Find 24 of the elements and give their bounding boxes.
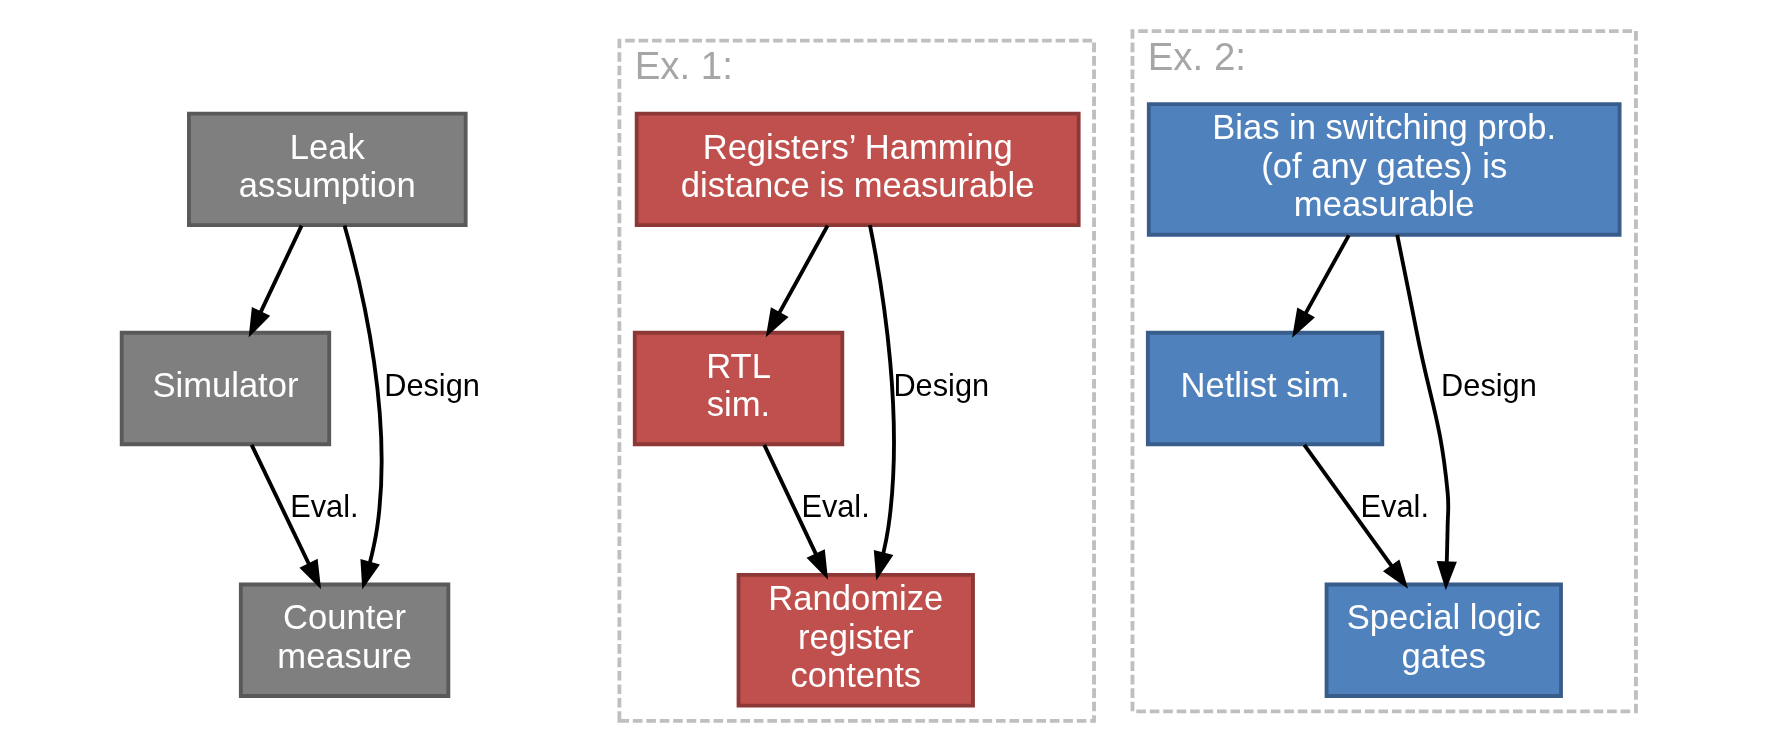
node-box: Leak assumption [187,111,468,228]
arrow [1302,443,1409,589]
node-box: Netlist sim. [1145,330,1385,447]
node-box: Counter measure [238,582,451,698]
arrow [765,224,830,338]
node-box: Randomize register contents [736,572,975,708]
arrow [249,443,322,590]
edge-label: Eval. [801,488,870,524]
edge-label: Design [384,367,480,403]
edge-label: Design [893,367,990,403]
arrow [762,444,828,580]
node-box: RTL sim. [632,330,845,447]
arrow [1292,234,1351,338]
node-box: Registers’ Hamming distance is measurable [634,111,1081,228]
arrow [248,224,304,338]
edge-label: Design [1441,367,1537,403]
node-box: Simulator [119,330,332,447]
node-box: Bias in switching prob. (of any gates) is measurable [1146,102,1622,237]
arrow [1395,234,1457,591]
arrow [342,225,384,590]
edge-label: Eval. [290,488,359,524]
node-box: Special logic gates [1324,582,1563,698]
arrow [868,224,896,581]
edge-label: Eval. [1360,488,1429,524]
